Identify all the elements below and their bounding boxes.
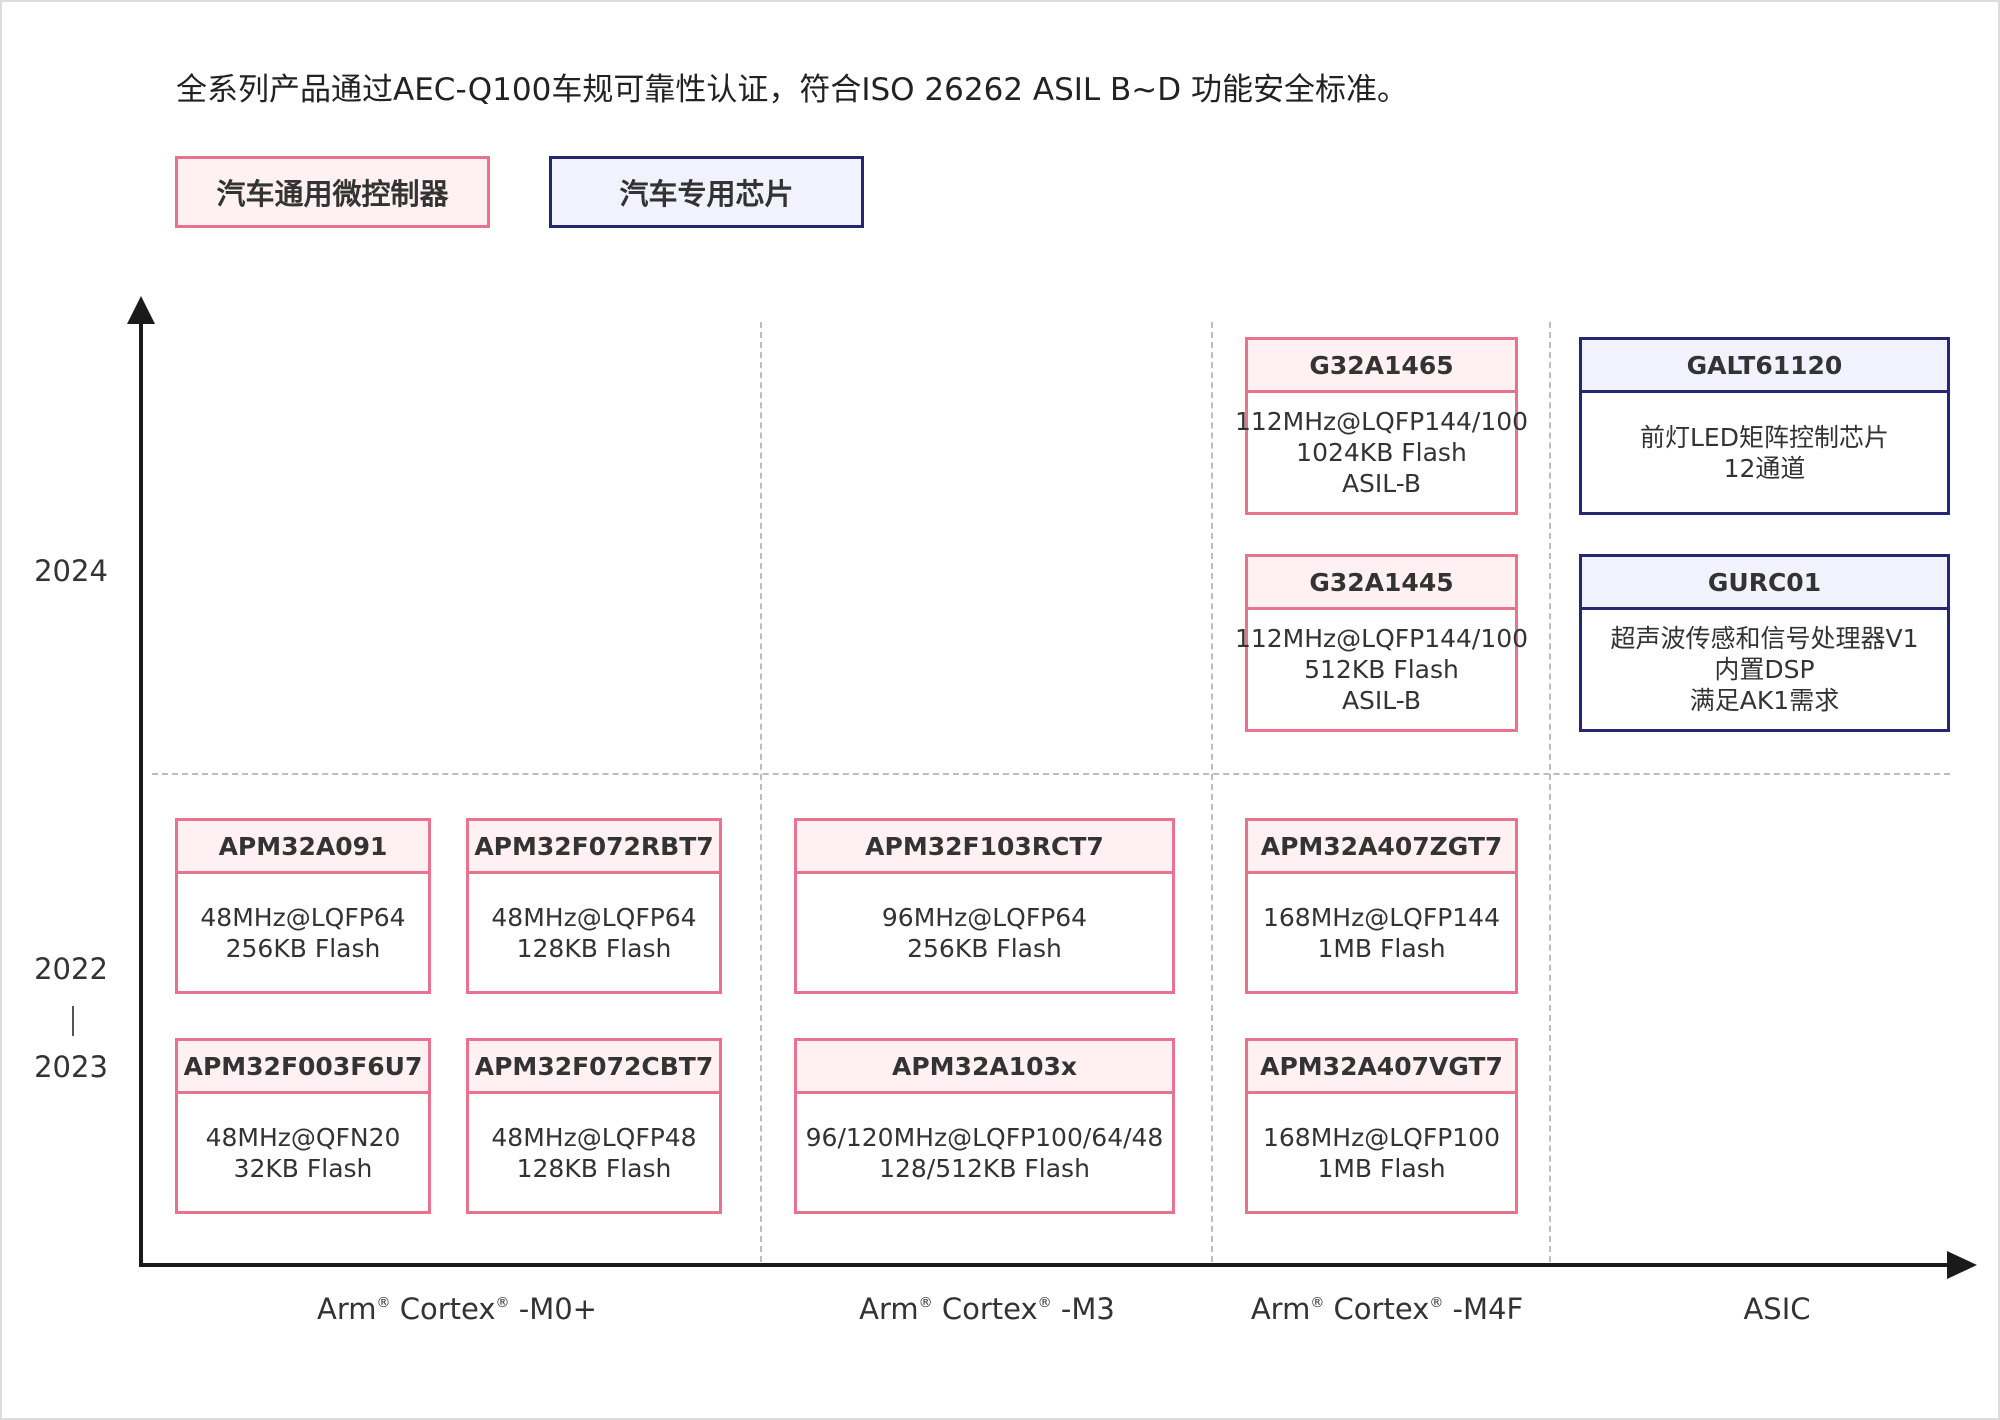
product-specs: 112MHz@LQFP144/100 1024KB Flash ASIL-B <box>1234 407 1529 498</box>
product-specs: 96/120MHz@LQFP100/64/48 128/512KB Flash <box>805 1122 1164 1183</box>
product-name: G32A1465 <box>1248 340 1515 393</box>
product-specs: 96MHz@LQFP64 256KB Flash <box>881 902 1088 963</box>
product-specs: 112MHz@LQFP144/100 512KB Flash ASIL-B <box>1234 624 1529 715</box>
row-divider <box>152 773 1950 775</box>
product-specs: 前灯LED矩阵控制芯片 12通道 <box>1640 422 1889 483</box>
product-name: APM32A103x <box>797 1041 1172 1094</box>
y-axis-arrow-icon <box>127 296 155 324</box>
column-divider-2 <box>1211 322 1213 1262</box>
product-card-apm32f072cbt7: APM32F072CBT7 48MHz@LQFP48 128KB Flash <box>466 1038 722 1214</box>
product-specs: 168MHz@LQFP100 1MB Flash <box>1263 1122 1500 1183</box>
x-label-cortex-m4f: Arm® Cortex® -M4F <box>1250 1292 1524 1326</box>
product-name: APM32F072CBT7 <box>469 1041 719 1094</box>
column-divider-3 <box>1549 322 1551 1262</box>
x-axis-line <box>139 1263 1955 1267</box>
headline: 全系列产品通过AEC-Q100车规可靠性认证，符合ISO 26262 ASIL … <box>176 72 1408 108</box>
product-card-apm32a091: APM32A091 48MHz@LQFP64 256KB Flash <box>175 818 431 994</box>
product-specs: 48MHz@QFN20 32KB Flash <box>205 1122 401 1183</box>
product-card-apm32a103x: APM32A103x 96/120MHz@LQFP100/64/48 128/5… <box>794 1038 1175 1214</box>
x-label-cortex-m0plus: Arm® Cortex® -M0+ <box>317 1292 597 1326</box>
column-divider-1 <box>760 322 762 1262</box>
product-specs: 超声波传感和信号处理器V1 内置DSP 满足AK1需求 <box>1610 624 1919 715</box>
product-card-g32a1445: G32A1445 112MHz@LQFP144/100 512KB Flash … <box>1234 554 1529 732</box>
product-card-galt61120: GALT61120 前灯LED矩阵控制芯片 12通道 <box>1579 337 1950 515</box>
product-name: APM32F103RCT7 <box>797 821 1172 874</box>
legend-special-chip: 汽车专用芯片 <box>549 156 864 228</box>
x-label-asic: ASIC <box>1743 1292 1811 1326</box>
product-specs: 48MHz@LQFP64 128KB Flash <box>491 902 697 963</box>
y-label-2023: 2023 <box>34 1050 108 1084</box>
product-card-apm32f103rct7: APM32F103RCT7 96MHz@LQFP64 256KB Flash <box>794 818 1175 994</box>
product-card-g32a1465: G32A1465 112MHz@LQFP144/100 1024KB Flash… <box>1234 337 1529 515</box>
y-axis-line <box>139 320 143 1266</box>
product-name: APM32A407ZGT7 <box>1248 821 1515 874</box>
product-card-apm32f072rbt7: APM32F072RBT7 48MHz@LQFP64 128KB Flash <box>466 818 722 994</box>
product-name: APM32A407VGT7 <box>1248 1041 1515 1094</box>
product-card-apm32a407zgt7: APM32A407ZGT7 168MHz@LQFP144 1MB Flash <box>1245 818 1518 994</box>
product-specs: 168MHz@LQFP144 1MB Flash <box>1263 902 1500 963</box>
y-label-2024: 2024 <box>34 554 108 588</box>
product-name: GALT61120 <box>1582 340 1947 393</box>
product-name: APM32F003F6U7 <box>178 1041 428 1094</box>
product-card-apm32f003f6u7: APM32F003F6U7 48MHz@QFN20 32KB Flash <box>175 1038 431 1214</box>
x-label-cortex-m3: Arm® Cortex® -M3 <box>859 1292 1115 1326</box>
product-name: G32A1445 <box>1248 557 1515 610</box>
y-label-separator <box>72 1006 74 1036</box>
product-specs: 48MHz@LQFP48 128KB Flash <box>491 1122 697 1183</box>
product-specs: 48MHz@LQFP64 256KB Flash <box>200 902 406 963</box>
product-name: GURC01 <box>1582 557 1947 610</box>
legend-general-mcu: 汽车通用微控制器 <box>175 156 490 228</box>
x-axis-arrow-icon <box>1947 1251 1977 1279</box>
y-label-2022: 2022 <box>34 952 108 986</box>
product-card-gurc01: GURC01 超声波传感和信号处理器V1 内置DSP 满足AK1需求 <box>1579 554 1950 732</box>
product-name: APM32F072RBT7 <box>469 821 719 874</box>
product-name: APM32A091 <box>178 821 428 874</box>
product-card-apm32a407vgt7: APM32A407VGT7 168MHz@LQFP100 1MB Flash <box>1245 1038 1518 1214</box>
